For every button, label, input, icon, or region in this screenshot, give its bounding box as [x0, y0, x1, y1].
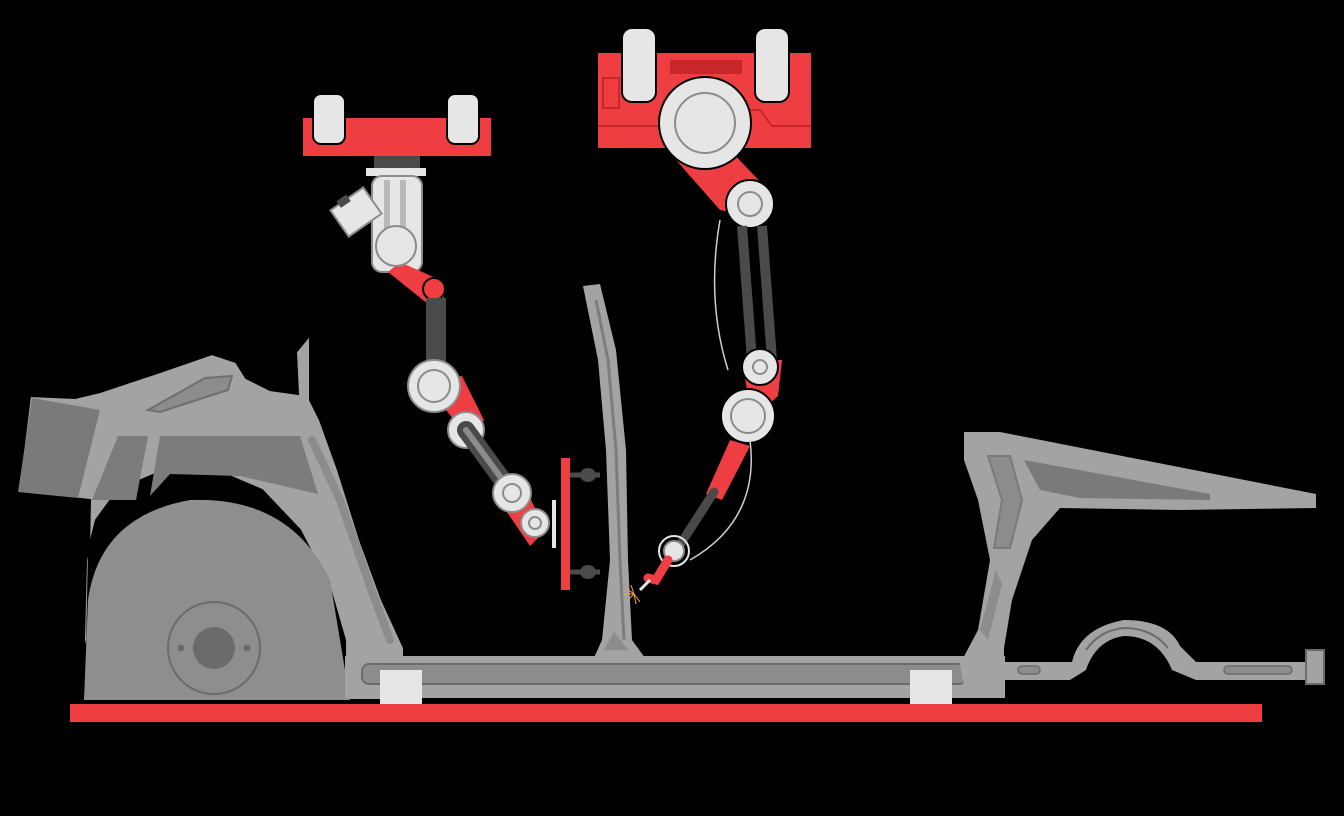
gripper-fixture: [561, 458, 570, 590]
support-block-left: [380, 670, 422, 710]
weld-sparks-icon: [624, 584, 641, 605]
car-body-frame: [16, 284, 1325, 710]
car-front-section: [16, 332, 405, 701]
rocker-sill: [345, 656, 1005, 698]
b-pillar: [583, 284, 648, 662]
support-block-right: [910, 670, 952, 710]
car-rear-section: [960, 432, 1325, 698]
left-robot-arm: [303, 93, 600, 590]
right-robot-welder: [598, 27, 811, 605]
conveyor-rail: [70, 704, 1262, 722]
